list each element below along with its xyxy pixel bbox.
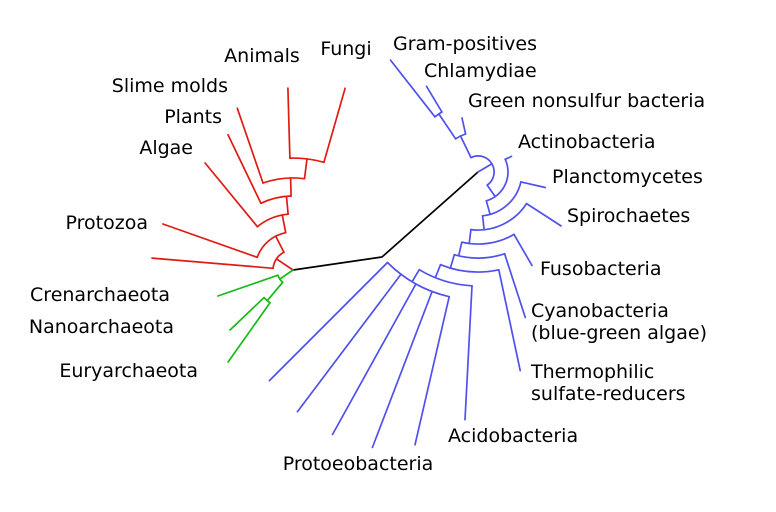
- label-slime-molds: Slime molds: [112, 75, 228, 97]
- bacteria-internal-branch: [411, 268, 421, 283]
- branch-nanoarchaeota: [229, 296, 265, 331]
- branch-protozoa-a: [162, 223, 259, 259]
- bacteria-internal-branch: [486, 184, 497, 198]
- branch-protoeobacteria-3: [331, 283, 417, 436]
- bacteria-internal-branch: [485, 199, 491, 216]
- branch-euryarchaeota: [227, 301, 271, 363]
- label-acidobacteria: Acidobacteria: [448, 425, 578, 447]
- branch-protoeobacteria-2: [371, 290, 433, 449]
- archaea-root-connector: [278, 269, 294, 280]
- label-fungi: Fungi: [320, 38, 371, 60]
- label-nanoarchaeota: Nanoarchaeota: [29, 316, 174, 338]
- eukaryota-internal-branch: [289, 177, 292, 197]
- bacteria-internal-branch: [457, 241, 463, 257]
- bacteria-internal-branch: [468, 228, 472, 245]
- label-thermophilic-line2: sulfate-reducers: [531, 383, 686, 405]
- bacteria-internal-arc: [439, 263, 500, 273]
- eukaryota-internal-arc: [256, 213, 289, 228]
- branch-crenarchaeota: [217, 274, 279, 297]
- label-crenarchaeota: Crenarchaeota: [30, 284, 170, 306]
- label-planctomycetes: Planctomycetes: [552, 166, 703, 188]
- branch-chlamydiae: [425, 85, 443, 113]
- label-chlamydiae: Chlamydiae: [424, 60, 537, 82]
- eukaryota-internal-arc: [262, 177, 306, 184]
- eukaryota-internal-branch: [274, 235, 285, 254]
- archaea-root-arc: [277, 274, 284, 284]
- label-euryarchaeota: Euryarchaeota: [59, 360, 198, 382]
- label-cyanobacteria-line2: (blue-green algae): [531, 322, 707, 344]
- branch-fusobacteria: [513, 233, 533, 267]
- bacteria-internal-branch: [438, 113, 457, 140]
- eukaryota-internal-branch: [303, 158, 308, 180]
- bacteria-internal-arc: [418, 268, 473, 287]
- branch-protoeobacteria-5: [268, 261, 389, 382]
- branch-animals: [287, 87, 291, 159]
- archaea-branches: [217, 269, 294, 363]
- eukaryota-branches: [151, 87, 346, 271]
- label-spirochaetes: Spirochaetes: [567, 205, 690, 227]
- bacteria-internal-branch: [434, 263, 442, 279]
- label-protozoa: Protozoa: [66, 212, 148, 234]
- root-branches: [292, 171, 479, 271]
- branch-acidobacteria: [464, 284, 473, 421]
- branch-fungi: [323, 87, 346, 164]
- branch-actinobacteria: [504, 155, 513, 161]
- bacteria-internal-arc: [453, 252, 506, 259]
- label-plants: Plants: [164, 106, 222, 128]
- branch-algae: [204, 162, 259, 228]
- branch-slime-molds: [236, 107, 264, 184]
- bacteria-branches: [268, 59, 562, 449]
- branch-green-nonsulfur: [461, 117, 467, 135]
- branch-planctomycetes: [520, 181, 547, 189]
- branch-plants: [227, 133, 262, 205]
- branch-thermophilic-sulfate-reducers: [497, 268, 522, 372]
- bacteria-internal-arc: [485, 158, 509, 202]
- label-fusobacteria: Fusobacteria: [540, 258, 661, 280]
- eukaryota-root-arc: [272, 251, 285, 270]
- bacteria-internal-branch: [481, 214, 485, 231]
- label-cyanobacteria-line1: Cyanobacteria: [531, 300, 669, 322]
- eukaryota-internal-branch: [281, 214, 287, 234]
- branch-protoeobacteria-4: [296, 273, 402, 413]
- label-protoeobacteria: Protoeobacteria: [283, 453, 434, 475]
- archaea-internal-branch: [266, 281, 284, 302]
- label-animals: Animals: [224, 45, 300, 67]
- label-actinobacteria: Actinobacteria: [518, 131, 656, 153]
- bacteria-internal-branch: [449, 253, 456, 269]
- label-gram-positives: Gram-positives: [393, 33, 537, 55]
- bacteria-root-arc: [470, 155, 495, 186]
- label-green-nonsulfur-bacteria: Green nonsulfur bacteria: [468, 90, 705, 112]
- label-algae: Algae: [139, 137, 193, 159]
- eukaryota-internal-arc: [260, 195, 292, 205]
- eukaryota-internal-arc: [256, 231, 287, 259]
- eukaryota-root-connector: [275, 257, 294, 271]
- bacteria-internal-arc: [470, 202, 528, 231]
- branch-protozoa-b: [151, 257, 274, 270]
- branch-protoeobacteria-1: [414, 295, 451, 446]
- branch-gram-positives: [389, 59, 436, 118]
- bacteria-root-connector: [477, 163, 493, 173]
- root-branch: [292, 171, 479, 271]
- label-thermophilic-line1: Thermophilic: [530, 361, 654, 383]
- bacteria-internal-arc: [481, 181, 522, 217]
- taxon-labels: Animals Fungi Slime molds Plants Algae P…: [29, 33, 707, 475]
- bacteria-internal-arc: [460, 233, 515, 245]
- branch-spirochaetes: [525, 202, 562, 227]
- eukaryota-internal-branch: [285, 195, 289, 216]
- bacteria-internal-branch: [459, 135, 472, 159]
- branch-cyanobacteria: [503, 252, 527, 319]
